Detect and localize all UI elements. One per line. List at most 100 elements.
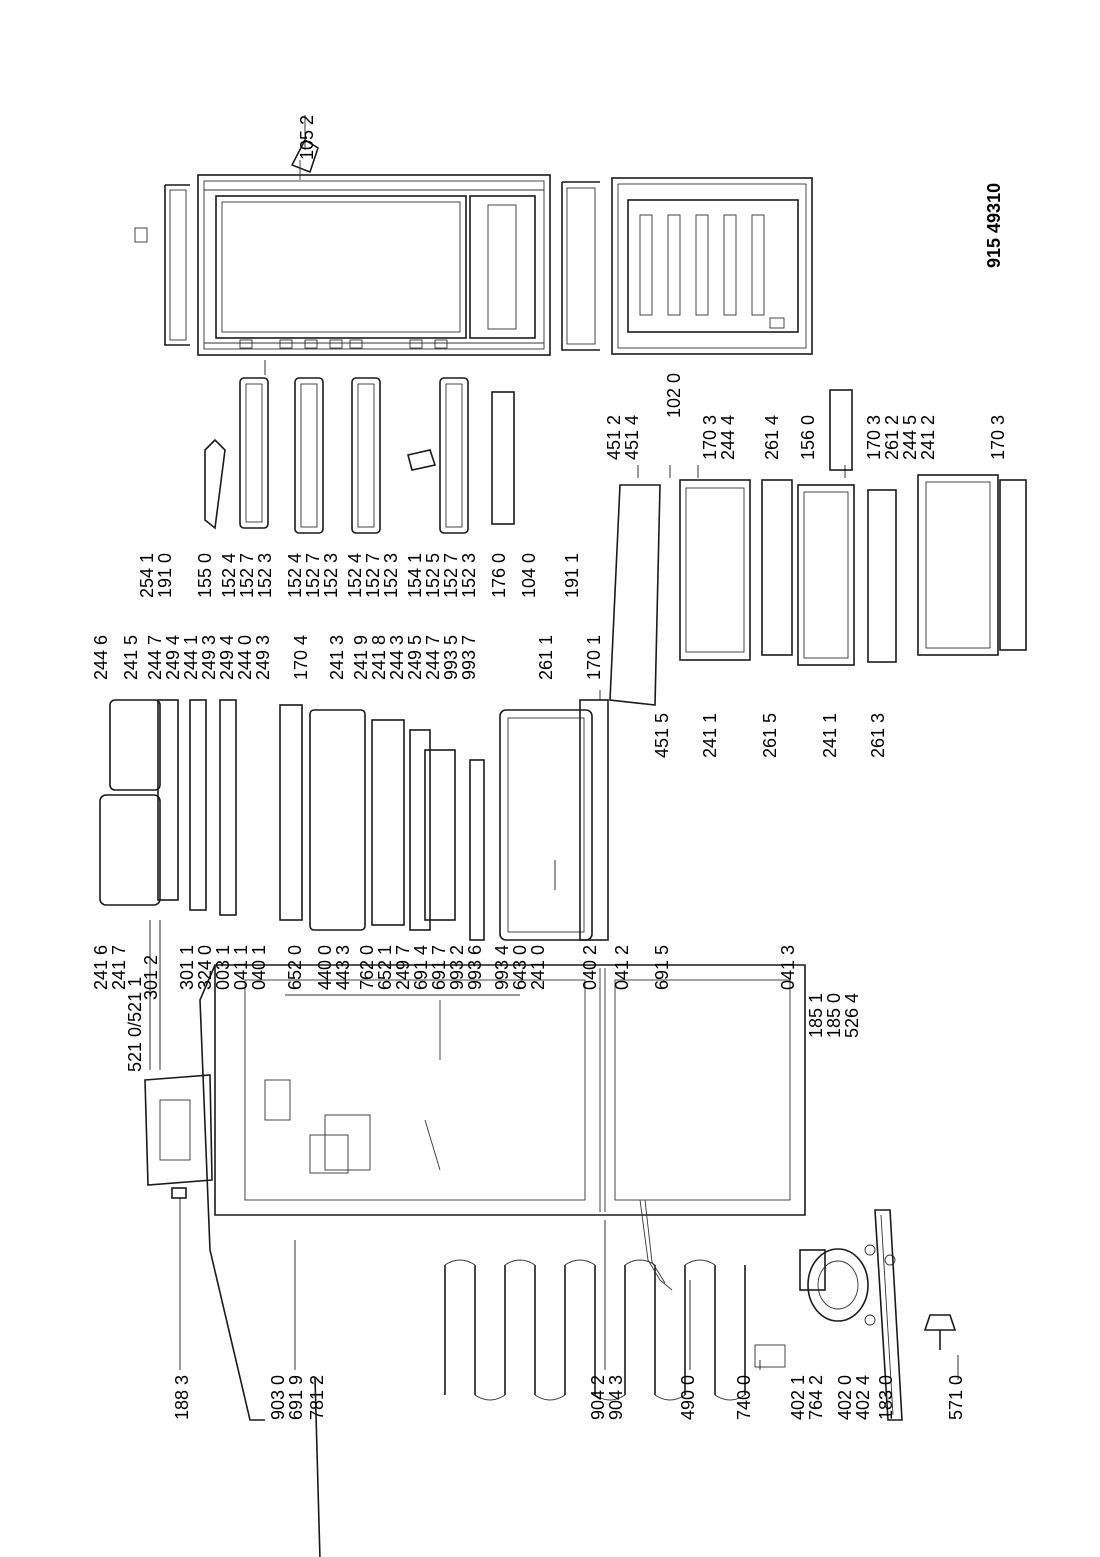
label-188-3: 188 3 — [172, 1375, 192, 1420]
label-040-1: 040 1 — [249, 945, 269, 990]
label-261-2: 261 2 — [882, 415, 902, 460]
label-152-7-d: 152 7 — [441, 553, 461, 598]
label-170-3-c: 170 3 — [988, 415, 1008, 460]
label-691-4: 691 4 — [411, 945, 431, 990]
label-244-4: 244 4 — [718, 415, 738, 460]
label-152-4-c: 152 4 — [345, 553, 365, 598]
label-261-4: 261 4 — [762, 415, 782, 460]
label-003-1: 003 1 — [213, 945, 233, 990]
label-993-7: 993 7 — [459, 635, 479, 680]
cabinet-drawing — [199, 964, 806, 1421]
label-152-3-d: 152 3 — [459, 553, 479, 598]
label-261-1: 261 1 — [536, 635, 556, 680]
label-764-2: 764 2 — [806, 1375, 826, 1420]
leader-lines — [149, 115, 959, 1380]
label-249-3: 249 3 — [199, 635, 219, 680]
label-301-1: 301 1 — [177, 945, 197, 990]
label-241-3: 241 3 — [327, 635, 347, 680]
label-183-0: 183 0 — [876, 1375, 896, 1420]
label-301-2: 301 2 — [141, 955, 161, 1000]
label-156-0: 156 0 — [798, 415, 818, 460]
label-241-1: 241 1 — [700, 713, 720, 758]
compressor-drawing — [799, 1244, 896, 1326]
fridge-interior-parts-drawing — [99, 699, 609, 941]
label-691-7: 691 7 — [429, 945, 449, 990]
hinge-drawing — [290, 138, 319, 180]
label-152-4: 152 4 — [219, 553, 239, 598]
label-170-3-b: 170 3 — [864, 415, 884, 460]
label-402-1: 402 1 — [788, 1375, 808, 1420]
label-440-0: 440 0 — [315, 945, 335, 990]
label-451-2: 451 2 — [604, 415, 624, 460]
lower-door-drawing — [611, 177, 813, 355]
label-152-7: 152 7 — [237, 553, 257, 598]
foot-drawing — [923, 1314, 957, 1350]
label-170-4: 170 4 — [291, 635, 311, 680]
label-152-5: 152 5 — [423, 553, 443, 598]
door-shelves-drawing — [204, 377, 515, 534]
control-panel-drawing — [144, 1074, 213, 1199]
label-040-2: 040 2 — [580, 945, 600, 990]
upper-gasket-drawing — [134, 184, 190, 346]
label-170-3: 170 3 — [700, 415, 720, 460]
label-993-2: 993 2 — [447, 945, 467, 990]
label-244-7: 244 7 — [145, 635, 165, 680]
upper-door-drawing — [197, 174, 551, 356]
label-241-6: 241 6 — [91, 945, 111, 990]
label-740-0: 740 0 — [734, 1375, 754, 1420]
label-993-4: 993 4 — [492, 945, 512, 990]
label-241-2: 241 2 — [918, 415, 938, 460]
label-102-0: 102 0 — [664, 373, 684, 418]
wiring-drawing — [639, 1199, 673, 1291]
label-244-7-b: 244 7 — [423, 635, 443, 680]
label-152-3: 152 3 — [255, 553, 275, 598]
label-261-3: 261 3 — [868, 713, 888, 758]
label-451-4: 451 4 — [622, 415, 642, 460]
label-244-6: 244 6 — [91, 635, 111, 680]
label-249-5: 249 5 — [405, 635, 425, 680]
label-191-1: 191 1 — [562, 553, 582, 598]
label-249-3-b: 249 3 — [253, 635, 273, 680]
label-041-2: 041 2 — [612, 945, 632, 990]
freezer-drawers-drawing — [609, 389, 1027, 706]
label-241-8: 241 8 — [369, 635, 389, 680]
condenser-drawing — [314, 1259, 786, 1557]
label-903-0: 903 0 — [268, 1375, 288, 1420]
label-155-0: 155 0 — [195, 553, 215, 598]
label-993-6: 993 6 — [465, 945, 485, 990]
label-152-7-c: 152 7 — [363, 553, 383, 598]
label-041-1: 041 1 — [231, 945, 251, 990]
label-244-5: 244 5 — [900, 415, 920, 460]
label-185-0: 185 0 — [824, 993, 844, 1038]
label-152-3-b: 152 3 — [321, 553, 341, 598]
part-labels: 188 3 903 0 691 9 781 2 904 2 904 3 490 … — [91, 115, 1008, 1420]
label-652-1: 652 1 — [375, 945, 395, 990]
label-241-5: 241 5 — [121, 635, 141, 680]
label-521-0-521-1: 521 0/521 1 — [125, 977, 145, 1072]
label-691-9: 691 9 — [286, 1375, 306, 1420]
label-993-5: 993 5 — [441, 635, 461, 680]
label-254-1: 254 1 — [137, 553, 157, 598]
label-490-0: 490 0 — [678, 1375, 698, 1420]
label-443-3: 443 3 — [333, 945, 353, 990]
label-241-0: 241 0 — [528, 945, 548, 990]
label-571-0: 571 0 — [946, 1375, 966, 1420]
label-244-3: 244 3 — [387, 635, 407, 680]
base-tray-drawing — [874, 1209, 903, 1421]
label-402-4: 402 4 — [853, 1375, 873, 1420]
label-652-0: 652 0 — [285, 945, 305, 990]
label-904-2: 904 2 — [588, 1375, 608, 1420]
label-154-1: 154 1 — [405, 553, 425, 598]
document-number: 915 49310 — [984, 183, 1004, 268]
label-244-1: 244 1 — [181, 635, 201, 680]
lower-gasket-drawing — [561, 181, 600, 351]
label-402-0: 402 0 — [835, 1375, 855, 1420]
label-244-0: 244 0 — [235, 635, 255, 680]
label-261-5: 261 5 — [760, 713, 780, 758]
label-241-1-b: 241 1 — [820, 713, 840, 758]
label-191-0: 191 0 — [155, 553, 175, 598]
label-324-0: 324 0 — [195, 945, 215, 990]
label-691-5: 691 5 — [652, 945, 672, 990]
label-152-7-b: 152 7 — [303, 553, 323, 598]
